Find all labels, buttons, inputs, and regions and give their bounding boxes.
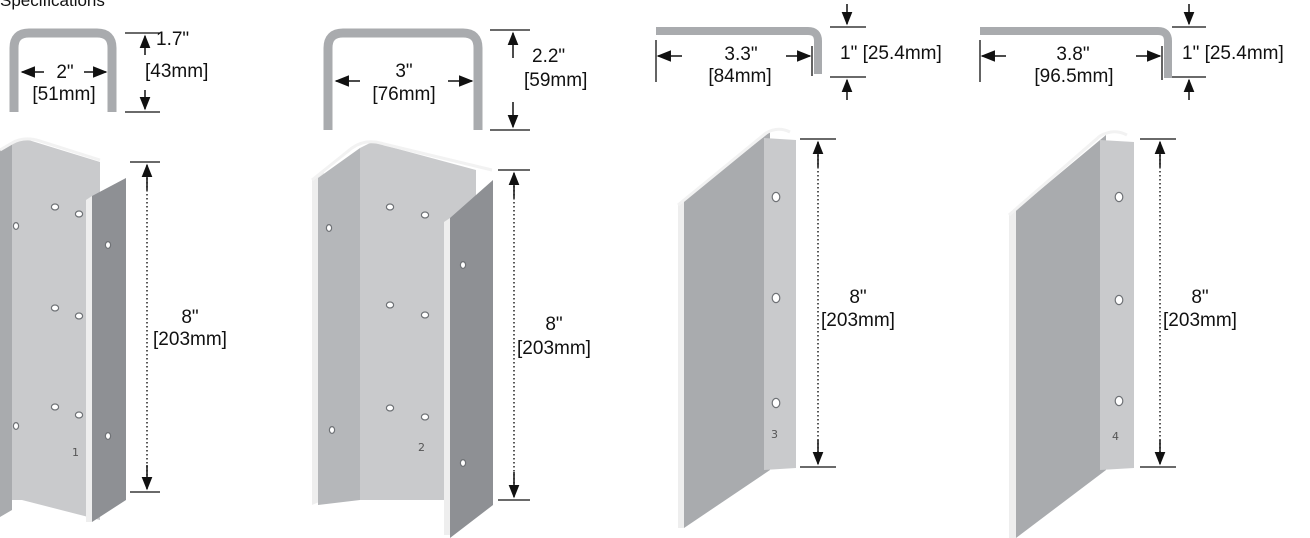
bracket-3-length-label-mm: [203mm] [821,310,895,331]
bracket-2-profile [323,28,483,130]
bracket-4-part-number: 4 [1112,430,1119,443]
bracket-4-width-label: 3.8" [1056,44,1090,65]
section-header: Specifications [0,0,105,10]
bracket-2 [311,28,530,538]
bracket-1-top-edge [0,137,101,162]
bracket-4-length-label: 8" [1191,287,1209,308]
bracket-1-holes [12,203,112,441]
bracket-2-holes [325,203,467,468]
bracket-1-length-label: 8" [181,307,199,328]
bracket-4-short-flange [1100,140,1134,470]
bracket-2-right-face [450,180,493,538]
bracket-4-length-label-mm: [203mm] [1163,310,1237,331]
bracket-1-width-label: 2" [56,62,74,83]
bracket-3-length-label: 8" [849,287,867,308]
bracket-4-width-label-mm: [96.5mm] [1034,66,1114,87]
bracket-3-top-edge [677,127,791,207]
bracket-4-long-flange-edge [1009,210,1016,538]
bracket-1-depth-label: 1.7" [156,29,190,50]
bracket-1-right-flange [86,196,92,522]
bracket-3-width-label: 3.3" [724,44,758,65]
bracket-2-width-label: 3" [395,61,413,82]
bracket-4-depth-label: 1" [25.4mm] [1182,43,1284,64]
bracket-4-long-flange [1016,135,1106,538]
bracket-2-depth-label-mm: [59mm] [524,70,588,91]
bracket-3-part-number: 3 [771,428,778,441]
bracket-3-holes [771,191,781,409]
bracket-2-length-label: 8" [545,314,563,335]
bracket-3 [655,4,866,528]
bracket-4-holes [1114,191,1124,407]
bracket-1 [0,28,160,522]
bracket-1-left-flange [0,143,12,517]
bracket-1-back-wall [12,138,100,520]
bracket-2-right-flange [444,218,450,535]
bracket-4-top-edge [1008,130,1128,217]
bracket-3-short-flange [764,138,796,470]
bracket-1-profile [9,28,117,112]
bracket-3-profile [656,27,822,74]
bracket-1-length-label-mm: [203mm] [153,329,227,350]
bracket-2-top-edge [311,140,493,182]
bracket-2-part-number: 2 [418,441,425,454]
bracket-3-width-label-mm: [84mm] [708,66,772,87]
bracket-1-part-number: 1 [72,446,79,459]
bracket-4-profile [980,27,1172,78]
bracket-1-depth-label-mm: [43mm] [145,61,209,82]
bracket-2-left-face [318,148,360,505]
bracket-1-width-label-mm: [51mm] [32,84,96,105]
bracket-4 [979,4,1206,538]
bracket-2-depth-label: 2.2" [532,46,566,67]
bracket-3-long-flange [684,132,770,528]
bracket-2-length-label-mm: [203mm] [517,338,591,359]
bracket-2-width-label-mm: [76mm] [372,84,436,105]
bracket-3-long-flange-edge [678,200,684,528]
bracket-3-depth-label: 1" [25.4mm] [840,43,942,64]
bracket-1-right-face [92,178,126,522]
